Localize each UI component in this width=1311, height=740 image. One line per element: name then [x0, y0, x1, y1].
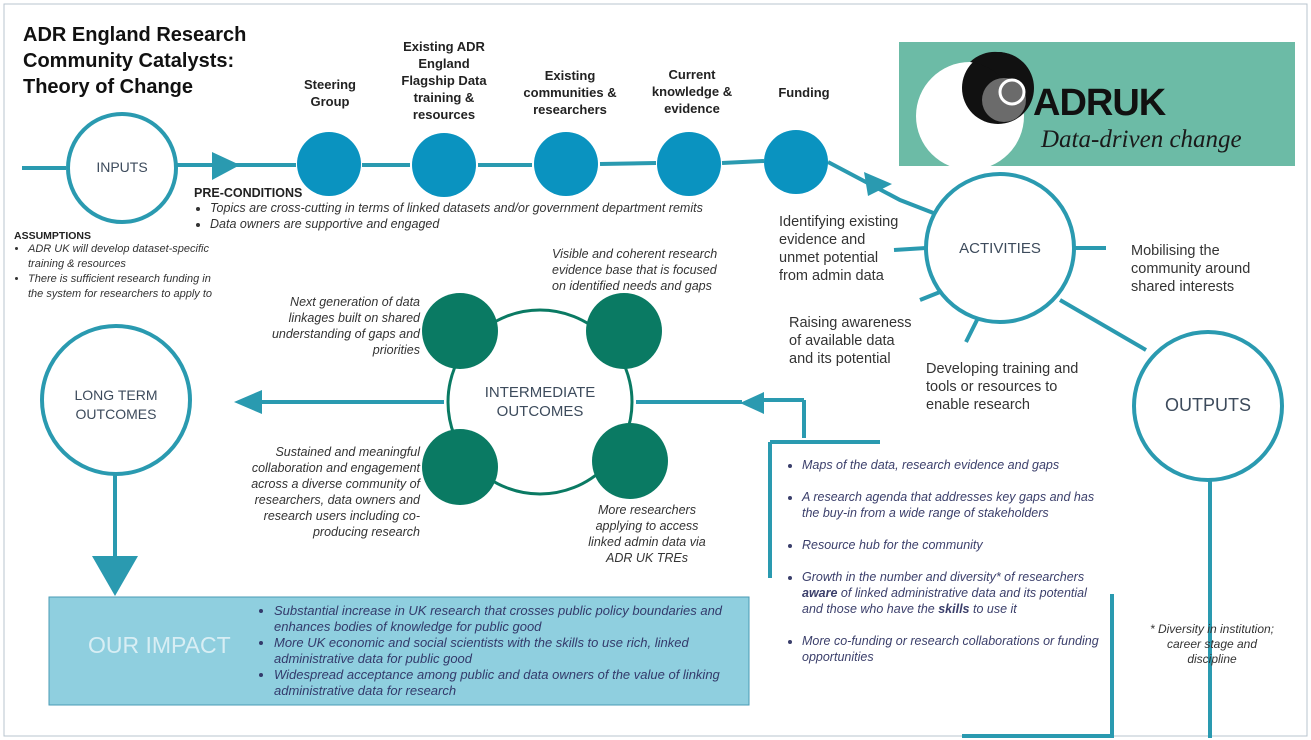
input-communities: Existing communities & researchers [523, 68, 617, 117]
impact-box [48, 596, 750, 706]
input-funding: Funding [778, 85, 830, 100]
outputs-circle [1132, 330, 1284, 482]
output-item: A research agenda that addresses key gap… [802, 489, 1106, 521]
input-knowledge: Current knowledge & evidence [651, 67, 733, 116]
spoke-bottom [964, 317, 980, 343]
assumptions-heading: ASSUMPTIONS [14, 230, 92, 242]
outputs-label: OUTPUTS [1164, 395, 1251, 415]
arrowheads [92, 152, 892, 596]
inputs-label: INPUTS [96, 159, 148, 175]
impact-item: More UK economic and social scientists w… [274, 635, 738, 667]
input-dot-steering [297, 132, 361, 196]
preconditions-heading: PRE-CONDITIONS [194, 186, 303, 200]
input-dot-knowledge [657, 132, 721, 196]
activity-identifying: Identifying existing evidence and unmet … [779, 214, 899, 284]
spoke-lower-left [919, 290, 941, 302]
flow-seg-3 [599, 161, 657, 166]
logo-brand: ADR [1033, 82, 1113, 124]
intermediate-circle [446, 308, 634, 496]
long-term-label: LONG TERM OUTCOMES [74, 387, 158, 422]
output-item-growth: Growth in the number and diversity* of r… [802, 569, 1106, 617]
activity-developing-training: Developing training and tools or resourc… [926, 361, 1079, 413]
arrowhead-inputs [212, 152, 240, 180]
page-border [3, 3, 1308, 737]
intermediate-label: INTERMEDIATE OUTCOMES [484, 384, 596, 420]
arrowhead-activities [864, 172, 892, 196]
adr-uk-logo [899, 42, 1295, 170]
output-bracket-bottom [962, 594, 1114, 738]
input-dot-flagship [412, 133, 476, 197]
activities-label: ACTIVITIES [959, 240, 1041, 257]
stage-circles [40, 112, 1284, 482]
input-dots [297, 130, 828, 197]
activity-mobilising: Mobilising the community around shared i… [1131, 243, 1251, 295]
input-dot-communities [534, 132, 598, 196]
output-item: Maps of the data, research evidence and … [802, 457, 1106, 473]
output-item: Resource hub for the community [802, 537, 1106, 553]
intermediate-dot-tl [422, 293, 498, 369]
intermediate-evidence-base: Visible and coherent research evidence b… [552, 247, 718, 293]
input-steering-group: Steering Group [303, 77, 356, 109]
activity-raising-awareness: Raising awareness of available data and … [789, 315, 912, 367]
outputs-list: Maps of the data, research evidence and … [786, 457, 1106, 681]
intermediate-dot-tr [586, 293, 662, 369]
intermediate-dot-br [592, 423, 668, 499]
precondition-item: Topics are cross-cutting in terms of lin… [210, 200, 794, 216]
impact-item: Widespread acceptance among public and d… [274, 667, 738, 699]
logo-tagline: Data-driven change [1041, 126, 1242, 153]
activities-circle [924, 172, 1076, 324]
intermediate-dots [422, 293, 668, 505]
intermediate-more-researchers: More researchers applying to access link… [588, 503, 706, 565]
preconditions: PRE-CONDITIONS Topics are cross-cutting … [194, 186, 794, 232]
input-flagship-data: Existing ADR England Flagship Data train… [401, 39, 487, 122]
long-term-circle [40, 324, 192, 476]
intermediate-next-generation: Next generation of data linkages built o… [271, 295, 420, 357]
assumption-item: There is sufficient research funding in … [28, 272, 214, 302]
impact-item: Substantial increase in UK research that… [274, 603, 738, 635]
spoke-left [893, 246, 927, 252]
precondition-item: Data owners are supportive and engaged [210, 216, 794, 232]
logo-brand2: UK [1112, 82, 1166, 124]
arrowhead-longterm [234, 390, 262, 414]
impact-list: Substantial increase in UK research that… [258, 603, 738, 699]
logo-ring [998, 78, 1026, 106]
inputs-circle [66, 112, 178, 224]
flow-connectors [22, 159, 1212, 738]
input-dot-funding [764, 130, 828, 194]
intermediate-dot-bl [422, 429, 498, 505]
flow-line-to-outputs [1058, 298, 1148, 352]
arrowhead-intermediate [740, 392, 764, 414]
intermediate-collaboration: Sustained and meaningful collaboration a… [251, 445, 420, 539]
logo-wordmark: ADRUK [1033, 82, 1166, 125]
page-title: ADR England Research Community Catalysts… [23, 24, 247, 98]
diversity-footnote: * Diversity in institution; career stage… [1149, 622, 1275, 666]
assumptions: ASSUMPTIONS ADR UK will develop dataset-… [14, 230, 214, 302]
impact-label: OUR IMPACT [88, 632, 231, 658]
output-item: More co-funding or research collaboratio… [802, 633, 1106, 665]
flow-line-to-activities [827, 160, 937, 216]
flow-seg-4 [721, 159, 765, 165]
assumption-item: ADR UK will develop dataset-specific tra… [28, 242, 214, 272]
arrowhead-impact [92, 556, 138, 596]
